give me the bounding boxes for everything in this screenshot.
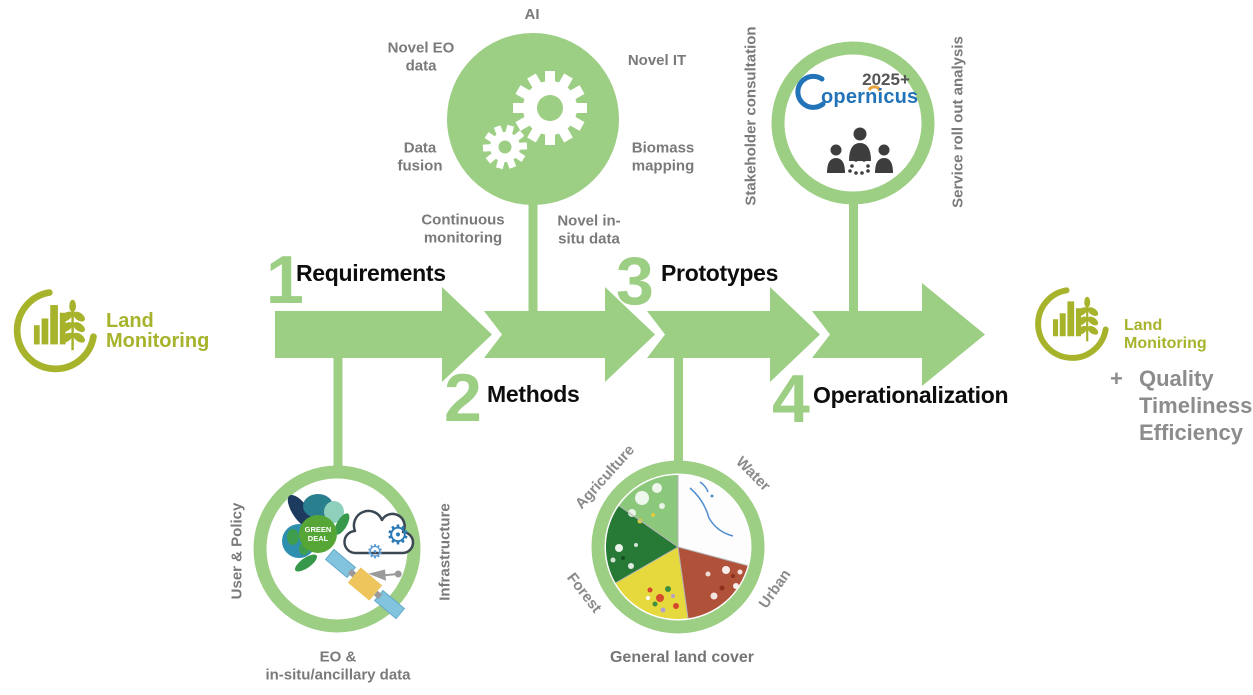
label-novel-eo-data: Novel EO data bbox=[387, 39, 455, 75]
people-icon bbox=[827, 127, 893, 175]
brand-line1: Land bbox=[106, 310, 154, 332]
logo-swirl-icon bbox=[13, 289, 97, 373]
logo-wheat-icon bbox=[1076, 296, 1099, 342]
cloud-computing-icon: ⚙ ⚙ bbox=[343, 509, 415, 563]
stage-1-number: 1 bbox=[266, 242, 304, 318]
outcome-list: Quality Timeliness Efficiency bbox=[1139, 366, 1252, 446]
stage-4-label: Operationalization bbox=[813, 382, 1009, 408]
stage-1-label: Requirements bbox=[296, 260, 446, 286]
green-deal-icon: GREEN DEAL bbox=[282, 494, 350, 572]
caption-general-land-cover: General land cover bbox=[609, 649, 755, 667]
logo-swirl-icon bbox=[1035, 287, 1109, 361]
gear-icon-large bbox=[513, 71, 587, 145]
stem-copernicus-circle bbox=[849, 196, 858, 314]
logo-buildings-icon bbox=[33, 305, 66, 345]
gear-circle bbox=[447, 33, 619, 205]
eo-circle: GREEN DEAL ⚙ ⚙ bbox=[253, 465, 421, 633]
copernicus-logo-text: opernicus bbox=[821, 86, 919, 108]
stage-2-number: 2 bbox=[444, 360, 482, 436]
copernicus-orange-accent-icon bbox=[867, 85, 882, 92]
label-novel-it: Novel IT bbox=[627, 51, 687, 69]
green-deal-label-line2: DEAL bbox=[308, 534, 329, 543]
outcome-timeliness: Timeliness bbox=[1139, 392, 1253, 418]
landcover-sector-mixed bbox=[615, 547, 688, 620]
arrow-segment-1 bbox=[275, 287, 492, 382]
caption-eo-insitu: EO & in-situ/ancillary data bbox=[265, 648, 411, 684]
stage-3-number: 3 bbox=[616, 243, 654, 319]
copernicus-circle bbox=[771, 41, 935, 205]
connector-stems bbox=[333, 196, 858, 470]
brand-line2: Monitoring bbox=[1124, 335, 1207, 353]
outcome-plus: + bbox=[1110, 366, 1123, 391]
outcome-efficiency: Efficiency bbox=[1139, 419, 1243, 445]
landcover-sector-urban bbox=[678, 547, 748, 619]
landcover-pie bbox=[605, 474, 751, 620]
stage-3-label: Prototypes bbox=[661, 260, 779, 286]
label-novel-insitu-data: Novel in- situ data bbox=[557, 212, 621, 248]
left-brand-logo bbox=[13, 289, 97, 373]
landcover-sector-forest bbox=[605, 505, 678, 583]
stage-2-label: Methods bbox=[487, 381, 580, 407]
landcover-circle bbox=[591, 460, 765, 634]
arrow-segment-4 bbox=[812, 283, 985, 386]
label-continuous-monitoring: Continuous monitoring bbox=[421, 211, 505, 247]
left-brand-title: Land Monitoring bbox=[106, 311, 209, 351]
arrow-segment-2 bbox=[484, 287, 655, 382]
stage-4-number: 4 bbox=[772, 361, 810, 437]
label-ai: AI bbox=[524, 5, 540, 23]
copernicus-c-icon bbox=[795, 73, 826, 110]
landcover-sector-water bbox=[678, 474, 751, 566]
label-infrastructure: Infrastructure bbox=[436, 503, 454, 601]
label-user-policy: User & Policy bbox=[228, 502, 246, 600]
label-stakeholder-consultation: Stakeholder consultation bbox=[742, 26, 760, 206]
stem-eo-circle bbox=[333, 356, 343, 470]
right-brand-logo bbox=[1035, 287, 1109, 361]
gear-icon-small bbox=[482, 124, 528, 170]
arrow-segment-3 bbox=[647, 287, 820, 382]
cloud-gear-small-icon: ⚙ bbox=[366, 541, 383, 563]
cloud-gear-large-icon: ⚙ bbox=[386, 520, 410, 551]
logo-wheat-icon bbox=[60, 299, 85, 351]
landcover-sector-agriculture bbox=[619, 475, 678, 547]
label-data-fusion: Data fusion bbox=[397, 139, 443, 175]
outcome-quality: Quality bbox=[1139, 366, 1214, 391]
logo-buildings-icon bbox=[1052, 301, 1081, 337]
copernicus-year: 2025+ bbox=[862, 70, 910, 89]
green-deal-label-line1: GREEN bbox=[305, 525, 332, 534]
label-biomass-mapping: Biomass mapping bbox=[631, 139, 695, 175]
right-brand-title: Land Monitoring bbox=[1124, 317, 1207, 354]
flow-arrow bbox=[275, 283, 985, 386]
stem-gear-circle bbox=[528, 200, 538, 314]
stem-landcover-circle bbox=[674, 356, 683, 464]
label-service-rollout-analysis: Service roll out analysis bbox=[949, 36, 967, 208]
satellite-icon bbox=[324, 548, 406, 620]
brand-line1: Land bbox=[1124, 317, 1163, 334]
brand-line2: Monitoring bbox=[106, 330, 210, 352]
